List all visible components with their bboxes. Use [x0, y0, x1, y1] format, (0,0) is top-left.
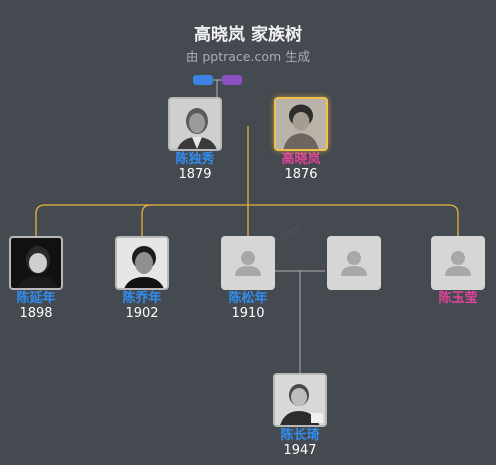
page-title: 高晓岚 家族树 — [194, 25, 302, 45]
mother-birth-year: 1876 — [284, 167, 318, 182]
legend-male-toggle[interactable] — [193, 75, 213, 85]
grandchild-birth-year: 1947 — [283, 443, 317, 458]
person-child1[interactable]: 陈延年 1898 — [0, 236, 74, 321]
mother-photo — [274, 97, 328, 151]
child3-name: 陈松年 — [228, 291, 268, 306]
child3-avatar-placeholder-icon — [221, 236, 275, 290]
child2-photo — [115, 236, 169, 290]
person-child4[interactable]: 陈玉莹 — [420, 236, 496, 306]
child2-birth-year: 1902 — [125, 306, 159, 321]
grandchild-photo — [273, 373, 327, 427]
child1-name: 陈延年 — [16, 291, 56, 306]
person-father[interactable]: 陈独秀 1879 — [157, 97, 233, 182]
legend-female-toggle[interactable] — [222, 75, 242, 85]
father-photo — [168, 97, 222, 151]
person-child2[interactable]: 陈乔年 1902 — [104, 236, 180, 321]
person-child3-spouse[interactable] — [316, 236, 392, 292]
person-child3[interactable]: 陈松年 1910 — [210, 236, 286, 321]
child1-birth-year: 1898 — [19, 306, 53, 321]
child3-spouse-avatar-placeholder-icon — [327, 236, 381, 290]
child3-birth-year: 1910 — [231, 306, 265, 321]
child4-avatar-placeholder-icon — [431, 236, 485, 290]
father-name: 陈独秀 — [175, 152, 215, 167]
father-birth-year: 1879 — [178, 167, 212, 182]
page-subtitle: 由 pptrace.com 生成 — [185, 49, 311, 64]
person-mother[interactable]: 高晓岚 1876 — [263, 97, 339, 182]
child4-name: 陈玉莹 — [438, 291, 478, 306]
grandchild-name: 陈长琦 — [280, 428, 320, 443]
person-grandchild[interactable]: 陈长琦 1947 — [262, 373, 338, 458]
mother-name: 高晓岚 — [281, 152, 321, 167]
child1-photo — [9, 236, 63, 290]
child2-name: 陈乔年 — [122, 291, 162, 306]
